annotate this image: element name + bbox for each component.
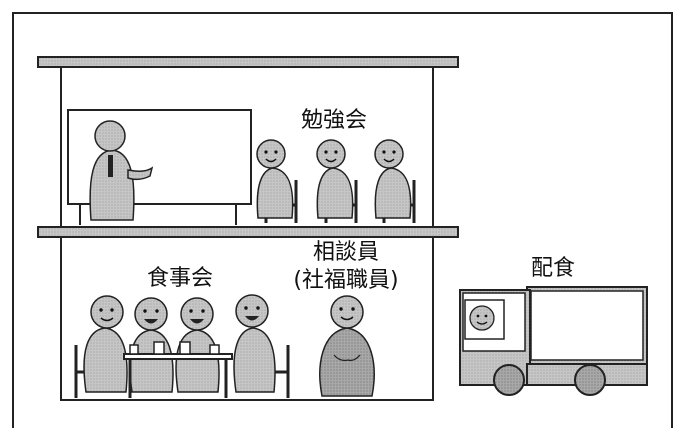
cup bbox=[209, 344, 220, 355]
dining-attendee-4 bbox=[233, 294, 276, 393]
truck-wheel bbox=[493, 364, 525, 396]
delivery-truck bbox=[459, 286, 648, 396]
counselor-figure bbox=[319, 295, 375, 397]
label-dining-meeting: 食事会 bbox=[147, 266, 213, 291]
presenter-figure bbox=[89, 120, 154, 221]
label-meal-delivery: 配食 bbox=[531, 256, 575, 281]
floor-slab bbox=[37, 226, 459, 238]
truck-wheel bbox=[574, 364, 606, 396]
dining-attendee-1 bbox=[83, 295, 128, 393]
cup bbox=[153, 341, 165, 355]
roof-slab bbox=[37, 56, 459, 68]
label-counselor-role: (社福職員) bbox=[293, 268, 398, 293]
study-attendee-2 bbox=[316, 139, 354, 219]
study-attendee-1 bbox=[256, 139, 294, 219]
dining-table bbox=[123, 341, 233, 398]
study-attendee-3 bbox=[374, 139, 412, 219]
driver-face bbox=[469, 305, 495, 331]
cup bbox=[179, 341, 191, 355]
cup bbox=[129, 344, 139, 355]
outer-frame bbox=[12, 12, 673, 428]
label-study-meeting: 勉強会 bbox=[301, 108, 367, 133]
label-counselor: 相談員 bbox=[313, 240, 379, 265]
